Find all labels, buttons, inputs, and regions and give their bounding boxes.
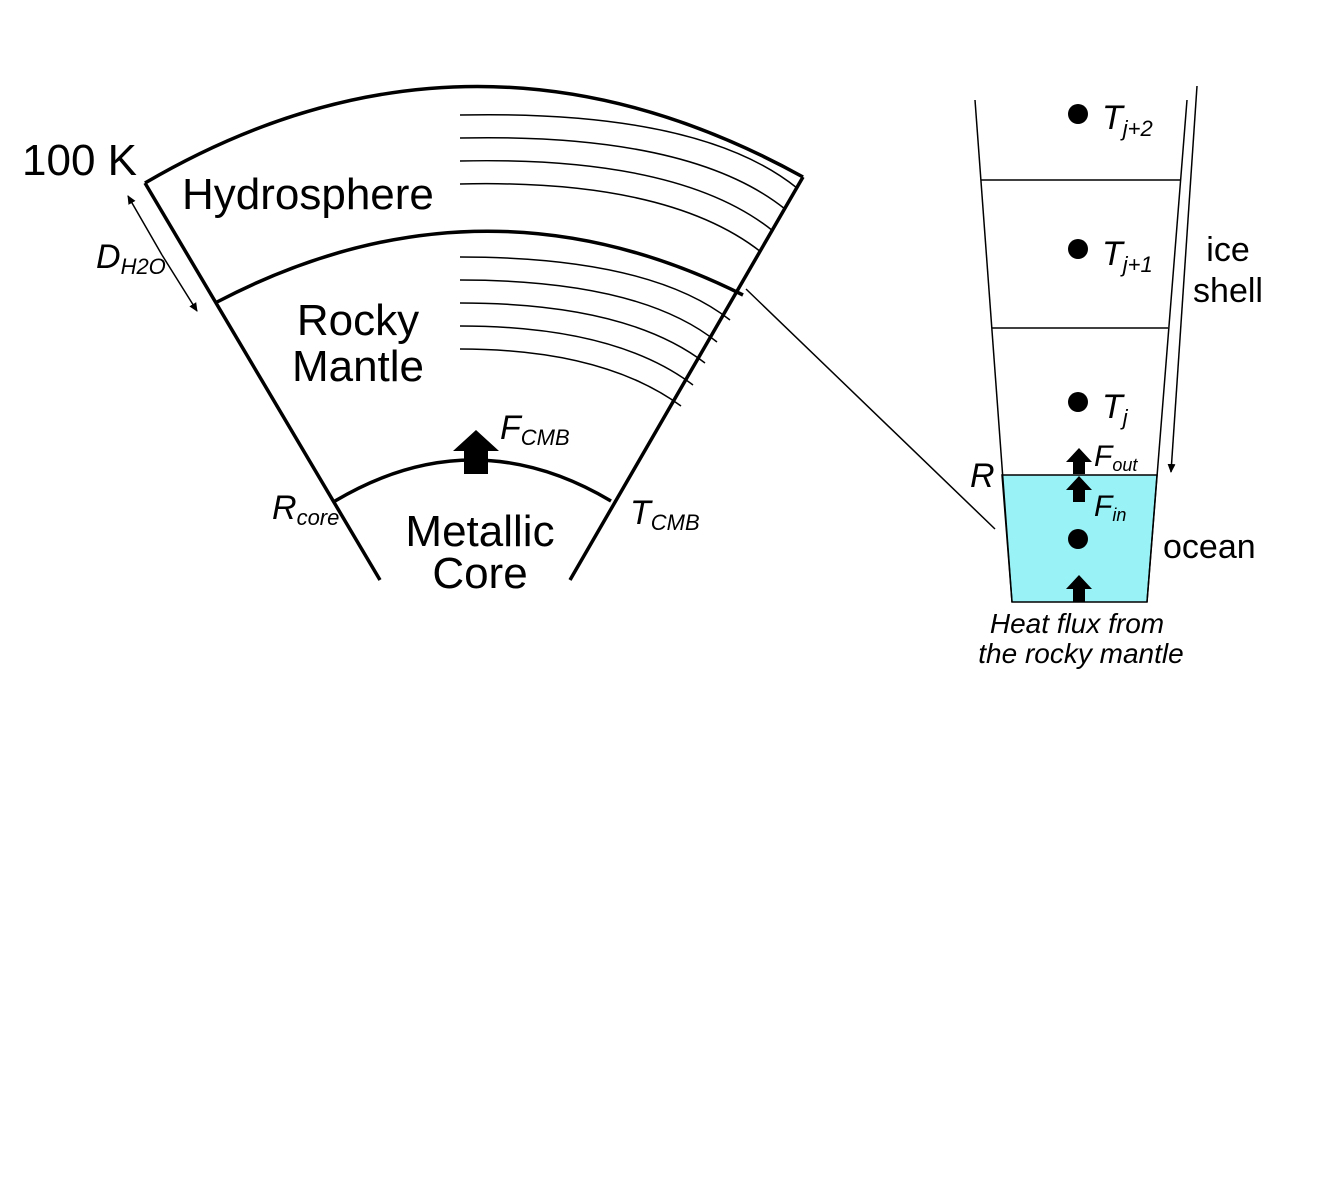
flux-out-label: Fout xyxy=(1094,440,1138,475)
core-label-line1: Metallic xyxy=(405,507,554,556)
node-dot xyxy=(1068,239,1088,259)
ice-shell-label-line2: shell xyxy=(1193,272,1263,310)
hydrosphere-thickness-label: DH2O xyxy=(96,238,166,279)
hydrosphere-mantle-boundary xyxy=(216,229,744,304)
planet-wedge: 100 K Hydrosphere Rocky Mantle Metallic … xyxy=(22,84,805,598)
node-dot xyxy=(1068,392,1088,412)
core-label-line2: Core xyxy=(432,549,527,598)
core-radius-label: Rcore xyxy=(272,489,339,530)
ice-shell-depth-arrow xyxy=(1167,85,1198,473)
hydrosphere-grid-lines xyxy=(459,113,798,253)
wedge-left-edge xyxy=(143,182,382,581)
surface-boundary xyxy=(144,84,804,185)
surface-temperature-label: 100 K xyxy=(22,136,137,185)
cmb-temperature-label: TCMB xyxy=(630,494,700,535)
column-left-edge xyxy=(974,99,1013,603)
rocky-mantle-label-line2: Mantle xyxy=(292,342,424,391)
radius-label: R xyxy=(970,457,995,495)
mantle-heat-caption-line1: Heat flux from xyxy=(990,608,1164,639)
mantle-heat-arrow-icon xyxy=(1066,575,1092,602)
node-label-j1: Tj+1 xyxy=(1102,235,1153,277)
hydrosphere-thickness-arrow xyxy=(127,195,163,256)
zoom-connector-line xyxy=(745,288,996,530)
flux-in-label: Fin xyxy=(1094,490,1126,525)
flux-in-arrow-icon xyxy=(1066,476,1092,502)
cmb-flux-label: FCMB xyxy=(500,409,570,450)
node-label-j2: Tj+2 xyxy=(1102,99,1153,141)
node-dot xyxy=(1068,104,1088,124)
wedge-right-edge xyxy=(568,176,805,581)
mantle-grid-lines xyxy=(459,256,731,407)
rocky-mantle-label-line1: Rocky xyxy=(297,296,419,345)
ice-shell-label-line1: ice xyxy=(1206,231,1249,269)
flux-out-arrow-icon xyxy=(1066,448,1092,474)
cmb-flux-arrow-icon xyxy=(453,430,499,474)
column-right-edge xyxy=(1146,99,1188,603)
ocean-node-dot xyxy=(1068,529,1088,549)
discretized-column: Tj+2 Tj+1 Tj Fout Fin R ice shell ocean … xyxy=(970,85,1263,669)
ocean-label: ocean xyxy=(1163,528,1256,566)
mantle-heat-caption-line2: the rocky mantle xyxy=(978,638,1183,669)
hydrosphere-label: Hydrosphere xyxy=(182,170,434,219)
node-label-j: Tj xyxy=(1102,388,1129,430)
